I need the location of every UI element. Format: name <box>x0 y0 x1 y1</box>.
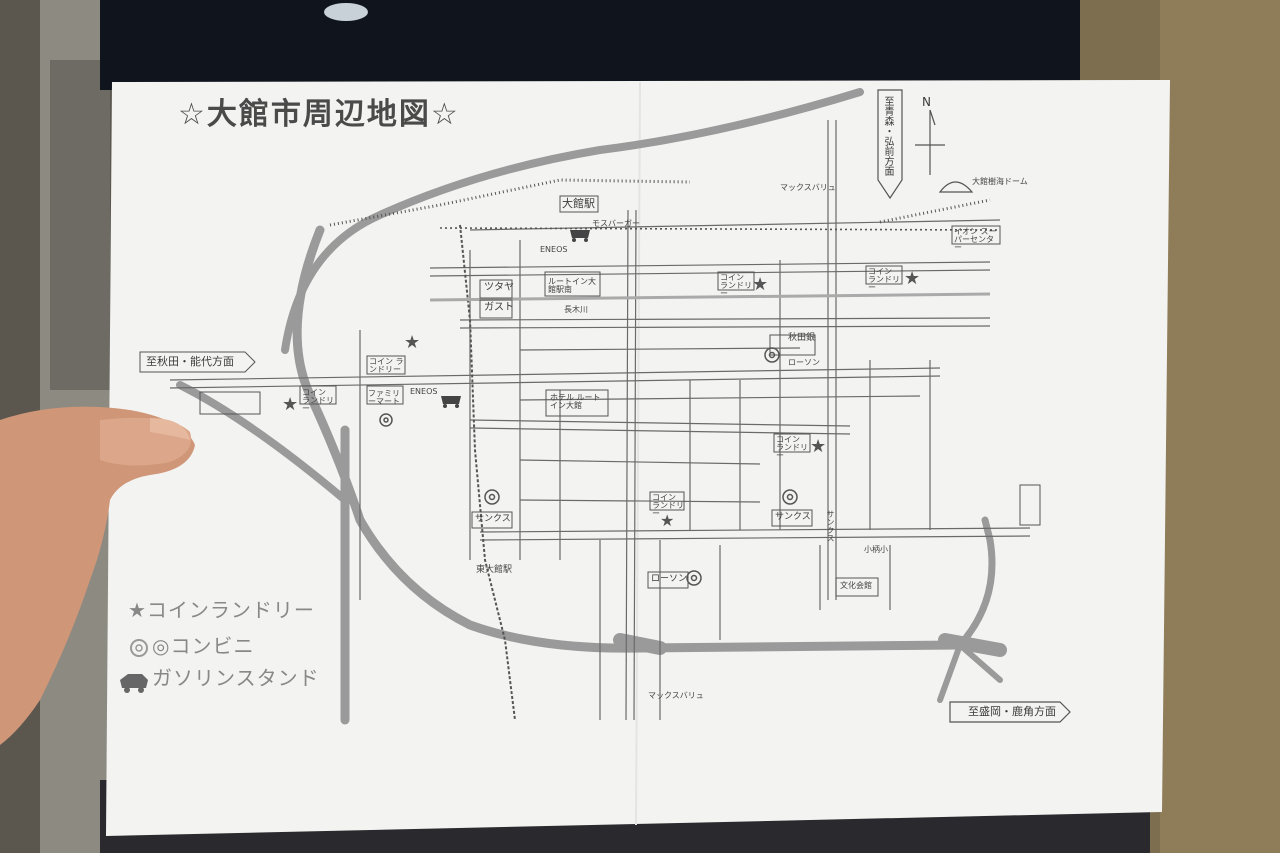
north-direction-label: 至青森・弘前方面 <box>882 96 893 176</box>
coin-laundry-label: コイン ランドリー <box>868 267 900 292</box>
thumbnail <box>150 418 190 440</box>
southeast-direction-label: 至盛岡・鹿角方面 <box>968 705 1056 718</box>
odate-station-label: 大館駅 <box>562 197 595 210</box>
north-arrow-icon <box>915 109 945 175</box>
legend-convenience-icon <box>130 639 148 657</box>
coin-laundry-label: コイン ランドリー <box>720 273 752 298</box>
star-icon: ★ <box>282 394 298 415</box>
legend-convenience: ◎コンビニ <box>152 634 255 658</box>
streets <box>169 120 1031 721</box>
convenience-icon-inner <box>488 493 496 501</box>
star-icon: ★ <box>752 274 768 295</box>
aeon-label: イオン スーパーセンター <box>954 227 997 252</box>
map-title: ☆大館市周辺地図☆ <box>178 97 460 132</box>
eneos-label: ENEOS <box>410 387 438 396</box>
convenience-icon <box>484 489 500 505</box>
coin-laundry-label: コイン ランドリー <box>652 493 684 518</box>
school-label: 小柄小 <box>864 545 888 554</box>
building-blocks <box>199 195 1041 597</box>
family-mart-label: ファミリーマート <box>368 389 400 406</box>
railways <box>329 178 1001 721</box>
akita-bank-label: 秋田銀 <box>788 333 816 343</box>
north-mark: N <box>922 95 931 109</box>
southeast-direction-arrow <box>949 701 1071 723</box>
dome-label: 大館樹海ドーム <box>972 177 1028 186</box>
ceiling-light <box>324 3 368 21</box>
wall-right <box>1150 0 1280 853</box>
lawson-label: ローソン <box>651 574 688 584</box>
legend-coin-laundry: ★コインランドリー <box>128 598 315 622</box>
maxvalu-label: マックスバリュ <box>780 183 836 192</box>
star-icon: ★ <box>404 332 420 353</box>
star-icon: ★ <box>810 436 826 457</box>
sunkus-label: サンクス <box>475 514 511 524</box>
hotel-route-inn-label: ホテル ルートイン大館 <box>550 393 601 410</box>
river-line <box>429 292 991 302</box>
west-direction-label: 至秋田・能代方面 <box>146 355 234 368</box>
gust-label: ガスト <box>484 302 514 313</box>
gas-station-markers <box>441 230 590 408</box>
maxvalu-label: マックスバリュ <box>648 691 704 700</box>
star-icon: ★ <box>904 268 920 289</box>
mos-burger-label: モスバーガー <box>592 219 640 228</box>
west-direction-arrow <box>139 351 256 373</box>
tsutaya-label: ツタヤ <box>484 282 514 293</box>
convenience-markers <box>379 347 798 586</box>
coin-laundry-markers: ★ ★ ★ ★ ★ ★ <box>282 268 920 530</box>
dome-icon <box>938 181 974 193</box>
higashi-odate-station-label: 東大館駅 <box>476 565 513 575</box>
route-inn-station-label: ルートイン大館駅南 <box>548 277 596 294</box>
north-direction-arrow <box>877 89 903 200</box>
hand-palm <box>0 406 195 745</box>
sunkus-label: サンクス <box>775 512 811 522</box>
river-label: 長木川 <box>564 305 588 314</box>
cultural-hall-label: 文化会館 <box>840 581 872 590</box>
eneos-label: ENEOS <box>540 245 568 254</box>
lawson-label: ローソン <box>788 358 820 367</box>
legend-car-icon <box>120 674 148 693</box>
coin-laundry-label: コイン ランドリー <box>302 388 334 413</box>
coin-laundry-label: コイン ランドリー <box>369 357 404 374</box>
sunkus-label: サンクス <box>826 510 835 542</box>
legend-gas-station: ガソリンスタンド <box>152 666 320 690</box>
coin-laundry-label: コイン ランドリー <box>776 435 808 460</box>
car-icon <box>570 230 590 238</box>
star-icon: ★ <box>660 511 674 530</box>
